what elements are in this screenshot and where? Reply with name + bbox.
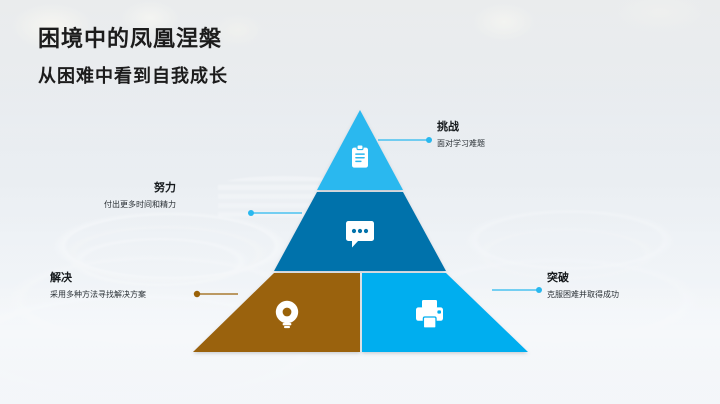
title-block: 困境中的凤凰涅槃 从困难中看到自我成长 <box>38 26 228 88</box>
callout-breakthrough[interactable]: 突破 克服困难并取得成功 <box>547 271 619 301</box>
callout-breakthrough-description: 克服困难并取得成功 <box>547 290 619 300</box>
page-title: 困境中的凤凰涅槃 <box>38 26 223 51</box>
callout-breakthrough-title: 突破 <box>547 272 569 284</box>
callout-effort-title: 努力 <box>154 182 176 194</box>
callout-solve-title: 解决 <box>50 272 72 284</box>
callout-challenge[interactable]: 挑战 面对学习难题 <box>437 120 485 150</box>
callout-solve-description: 采用多种方法寻找解决方案 <box>50 290 146 300</box>
page-subtitle: 从困难中看到自我成长 <box>38 66 228 87</box>
callout-challenge-title: 挑战 <box>437 121 459 133</box>
callout-solve[interactable]: 解决 采用多种方法寻找解决方案 <box>50 271 146 301</box>
callout-effort[interactable]: 努力 付出更多时间和精力 <box>104 181 176 211</box>
callout-effort-description: 付出更多时间和精力 <box>104 200 176 210</box>
callout-challenge-description: 面对学习难题 <box>437 139 485 149</box>
